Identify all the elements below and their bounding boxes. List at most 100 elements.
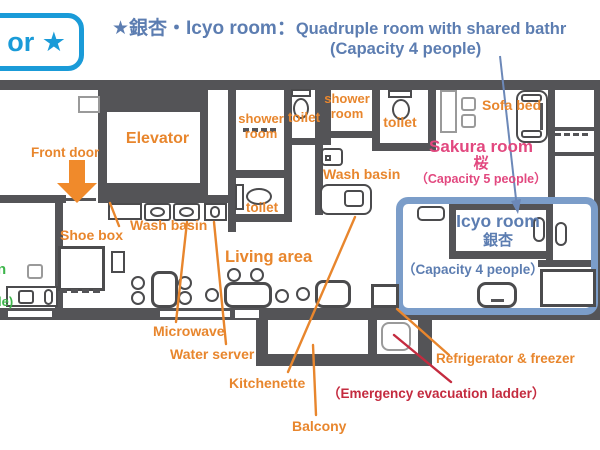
pillow-icon: [533, 217, 545, 242]
chair-icon: [131, 276, 145, 290]
wall: [322, 131, 372, 138]
sakura-room-capacity: （Capacity 5 people）: [415, 172, 547, 186]
sakura-room-kanji: 桜: [473, 155, 489, 172]
label-wash-basin-middle: Wash basin: [323, 166, 401, 182]
wall: [449, 251, 553, 259]
closet-dash: [93, 289, 100, 293]
closet-icon: [78, 96, 100, 113]
sofa-back-icon: [540, 103, 543, 130]
wall-front-door-left: [0, 195, 66, 203]
curtain-dash: [252, 128, 258, 132]
label-front-door: Front door: [31, 145, 100, 160]
chair-icon: [178, 276, 192, 290]
label-wash-basin-entrance: Wash basin: [130, 217, 208, 233]
table-detail: [491, 299, 504, 302]
toilet-tank-icon: [291, 89, 311, 97]
closet-dash: [71, 289, 78, 293]
bunk-line: [555, 152, 594, 156]
table-icon: [315, 280, 351, 308]
table-icon: [224, 282, 272, 308]
shelf-icon: [440, 90, 457, 133]
label-living-area: Living area: [225, 248, 313, 266]
wash-basin-icon: [321, 148, 343, 166]
label-refrigerator: Refrigerator & freezer: [436, 351, 575, 366]
label-microwave: Microwave: [153, 323, 225, 339]
closet-icon: [58, 246, 105, 291]
wall: [372, 90, 380, 150]
sakura-room-name: Sakura room: [429, 137, 533, 156]
sofa-armrest-icon: [521, 94, 542, 102]
toilet-bowl-icon: [293, 98, 309, 119]
page-title: ★銀杏・Icyo room：Quadruple room with shared…: [112, 13, 600, 40]
floor-badge: or ★: [0, 13, 84, 71]
chair-icon: [275, 289, 289, 303]
chair-icon: [205, 288, 219, 302]
balcony-wall-right: [418, 315, 432, 366]
ladder-area-wall: [368, 315, 377, 357]
window: [160, 311, 230, 317]
icyo-room-kanji: 銀杏: [482, 232, 513, 249]
label-toilet-right: toilet: [383, 114, 417, 130]
pillow-icon: [417, 206, 445, 221]
toilet-bowl-icon: [246, 188, 272, 205]
wall-top: [0, 80, 600, 90]
icyo-room-highlight-box: [396, 197, 598, 315]
label-toilet-top: toilet: [287, 110, 321, 125]
wall: [284, 90, 292, 222]
bunk-line: [555, 127, 594, 131]
table-icon: [151, 271, 178, 308]
wall: [284, 138, 331, 145]
wall: [449, 204, 456, 259]
green-room-capacity-fragment: le): [0, 294, 14, 309]
pillow-icon: [555, 222, 567, 246]
title-english: Quadruple room with shared bathr: [295, 20, 567, 38]
icyo-room-name: Icyo room: [456, 211, 540, 231]
basin-tap-icon: [325, 155, 331, 161]
water-server-tank-icon: [210, 206, 220, 218]
bunk-dash: [555, 133, 561, 136]
counter-sink-icon: [18, 290, 34, 304]
sofa-armrest-icon: [521, 130, 542, 138]
front-door-arrow-icon: [69, 160, 85, 184]
label-shower-room-mid: shower room: [324, 91, 370, 121]
wall: [200, 90, 208, 197]
chair-icon: [131, 291, 145, 305]
closet-dash: [60, 289, 67, 293]
toilet-tank-icon: [235, 184, 244, 210]
counter-tap-icon: [44, 289, 53, 305]
wall: [548, 90, 555, 197]
label-shower-room-left: shower room: [238, 111, 284, 141]
curtain-dash: [261, 128, 267, 132]
chair-icon: [227, 268, 241, 282]
green-room-name-fragment: n: [0, 261, 7, 278]
toilet-bowl-icon: [392, 99, 410, 120]
label-toilet-mid: toilet: [245, 200, 279, 215]
chair-icon: [250, 268, 264, 282]
title-japanese: ★銀杏・Icyo room：: [112, 18, 296, 39]
wall: [107, 183, 202, 195]
title-capacity: (Capacity 4 people): [330, 40, 482, 58]
evacuation-hatch-icon: [381, 322, 411, 351]
wall: [228, 170, 292, 178]
label-shoe-box: Shoe box: [60, 227, 124, 243]
kitchen-sink-icon: [344, 190, 364, 207]
curtain-dash: [270, 128, 276, 132]
wall: [372, 143, 430, 151]
table-icon: [477, 282, 517, 308]
wall: [315, 90, 323, 215]
balcony-wall-bottom: [256, 354, 432, 366]
wall: [228, 214, 292, 222]
bed-icon: [540, 269, 596, 307]
label-balcony: Balcony: [292, 418, 347, 434]
wall: [98, 90, 107, 197]
front-door-arrow-icon: [57, 183, 97, 203]
bunk-dash: [573, 133, 579, 136]
balcony-wall-left: [256, 315, 268, 366]
refrigerator-icon: [371, 284, 399, 308]
label-emergency-ladder: （Emergency evacuation ladder）: [327, 386, 546, 401]
basin-bowl-icon: [179, 207, 194, 217]
bunk-dash: [564, 133, 570, 136]
label-kitchenette: Kitchenette: [229, 375, 306, 391]
label-sofa-bed: Sofa bed: [482, 97, 542, 113]
